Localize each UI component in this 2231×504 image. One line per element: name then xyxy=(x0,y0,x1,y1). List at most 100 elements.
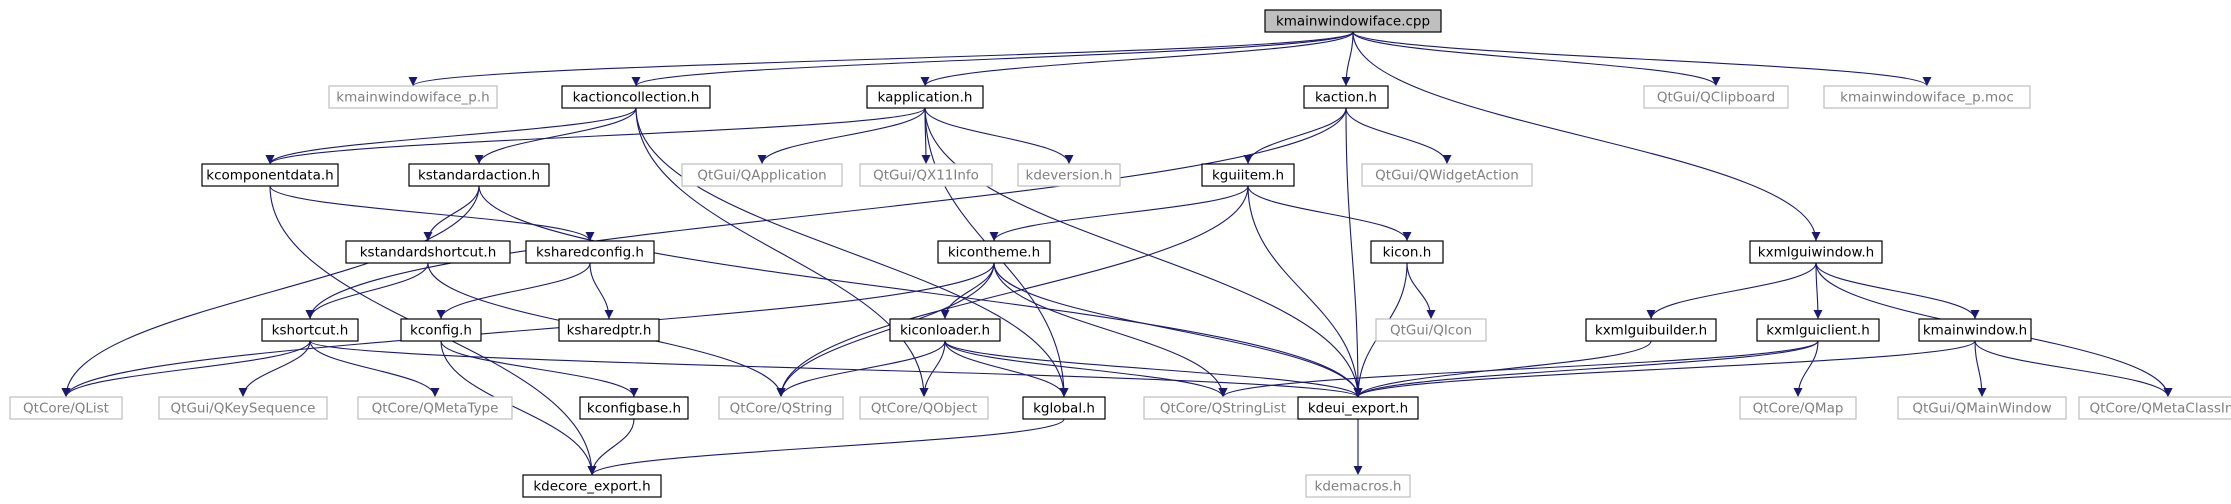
node-qstring: QtCore/QString xyxy=(718,396,844,420)
node-label: kdecore_export.h xyxy=(533,479,650,495)
node-label: kicontheme.h xyxy=(948,245,1040,261)
node-label: QtCore/QMetaType xyxy=(372,401,499,417)
node-box xyxy=(1201,163,1295,187)
node-root[interactable]: kmainwindowiface.cpp xyxy=(1264,9,1442,33)
edge-kapplication-to-qapplication xyxy=(757,107,926,165)
node-box xyxy=(866,85,984,109)
node-kstandardshortcut[interactable]: kstandardshortcut.h xyxy=(345,240,511,264)
edge-kshortcut-to-qmetatype xyxy=(309,340,440,398)
node-box xyxy=(261,318,359,342)
node-qwidgetaction: QtGui/QWidgetAction xyxy=(1361,163,1533,187)
node-box xyxy=(1022,396,1106,420)
node-box xyxy=(1305,474,1411,498)
edge-kstandardaction-to-kdeui_export xyxy=(478,185,1363,398)
node-label: kcomponentdata.h xyxy=(206,168,333,184)
node-kstandardaction[interactable]: kstandardaction.h xyxy=(408,163,550,187)
edge-kcomponentdata-to-ksharedconfig xyxy=(269,185,595,242)
node-kxmlguiclient[interactable]: kxmlguiclient.h xyxy=(1756,318,1880,342)
node-ksharedconfig[interactable]: ksharedconfig.h xyxy=(525,240,655,264)
node-kaction[interactable]: kaction.h xyxy=(1303,85,1389,109)
edge-root-to-kaction xyxy=(1341,31,1354,87)
node-kconfig[interactable]: kconfig.h xyxy=(400,318,482,342)
edge-kactioncollection-to-qobject xyxy=(635,107,929,398)
node-label: kxmlguiwindow.h xyxy=(1758,245,1874,261)
node-box xyxy=(328,85,498,109)
node-kicon[interactable]: kicon.h xyxy=(1370,240,1444,264)
node-box xyxy=(681,163,843,187)
edge-kconfig-to-kdecore_export xyxy=(440,340,597,476)
node-label: ksharedptr.h xyxy=(567,323,652,339)
node-kactioncollection[interactable]: kactioncollection.h xyxy=(561,85,711,109)
nodes-layer: kmainwindowiface.cpp kmainwindowiface_p.h… xyxy=(9,9,2231,498)
node-box xyxy=(558,318,660,342)
edge-kmainwindow-to-qmainwindow xyxy=(1974,340,1987,398)
edge-kguiitem-to-kdeui_export xyxy=(1247,185,1363,398)
node-box xyxy=(158,396,328,420)
node-box xyxy=(1297,396,1419,420)
node-label: QtGui/QMainWindow xyxy=(1912,401,2051,417)
node-label: kdeversion.h xyxy=(1026,168,1113,184)
node-kiconloader[interactable]: kiconloader.h xyxy=(889,318,1001,342)
node-kapplication[interactable]: kapplication.h xyxy=(866,85,984,109)
node-box xyxy=(579,396,689,420)
edge-kapplication-to-kcomponentdata xyxy=(265,107,926,165)
node-qmainwindow: QtGui/QMainWindow xyxy=(1897,396,2067,420)
node-label: QtGui/QClipboard xyxy=(1657,90,1775,106)
edge-kxmlguiwindow-to-kxmlguibuilder xyxy=(1646,262,1817,320)
node-kconfigbase[interactable]: kconfigbase.h xyxy=(579,396,689,420)
node-box xyxy=(1264,9,1442,33)
node-label: kglobal.h xyxy=(1033,401,1095,417)
node-box xyxy=(201,163,339,187)
edge-root-to-kapplication xyxy=(920,31,1354,87)
node-box xyxy=(859,163,993,187)
node-kxmlguiwindow[interactable]: kxmlguiwindow.h xyxy=(1749,240,1883,264)
node-label: kshortcut.h xyxy=(272,323,349,339)
edge-kglobal-to-kdecore_export xyxy=(587,418,1065,476)
node-label: kmainwindowiface_p.h xyxy=(336,90,489,106)
node-box xyxy=(1017,163,1121,187)
node-label: kconfig.h xyxy=(410,323,472,339)
edge-kicontheme-to-kdeui_export xyxy=(993,262,1363,398)
node-kicontheme[interactable]: kicontheme.h xyxy=(937,240,1051,264)
node-box xyxy=(718,396,844,420)
node-label: QtGui/QX11Info xyxy=(873,168,979,184)
edge-kactioncollection-to-kcomponentdata xyxy=(265,107,637,165)
node-kmainwindow[interactable]: kmainwindow.h xyxy=(1918,318,2032,342)
node-label: QtCore/QMetaClassInfo xyxy=(2090,401,2231,417)
node-kguiitem[interactable]: kguiitem.h xyxy=(1201,163,1295,187)
node-label: QtGui/QApplication xyxy=(697,168,826,184)
node-box xyxy=(1918,318,2032,342)
node-box xyxy=(1361,163,1533,187)
edge-kxmlguibuilder-to-kdeui_export xyxy=(1353,340,1652,398)
edge-kstandardshortcut-to-kshortcut xyxy=(305,262,429,320)
node-qx11info: QtGui/QX11Info xyxy=(859,163,993,187)
edge-kaction-to-kdeui_export xyxy=(1345,107,1363,398)
edge-kiconloader-to-qstring xyxy=(776,340,946,398)
node-ksharedptr[interactable]: ksharedptr.h xyxy=(558,318,660,342)
edge-kiconloader-to-kdeui_export xyxy=(944,340,1363,398)
node-label: kconfigbase.h xyxy=(587,401,681,417)
node-qmap: QtCore/QMap xyxy=(1739,396,1857,420)
node-box xyxy=(889,318,1001,342)
node-kdecore-export[interactable]: kdecore_export.h xyxy=(522,474,662,498)
node-kshortcut[interactable]: kshortcut.h xyxy=(261,318,359,342)
node-box xyxy=(1897,396,2067,420)
node-box xyxy=(345,240,511,264)
node-kdeversion: kdeversion.h xyxy=(1017,163,1121,187)
node-kglobal[interactable]: kglobal.h xyxy=(1022,396,1106,420)
node-label: kdemacros.h xyxy=(1315,479,1402,495)
node-label: kapplication.h xyxy=(878,90,973,106)
edge-kapplication-to-kdeui_export xyxy=(924,107,1363,398)
node-kdeui-export[interactable]: kdeui_export.h xyxy=(1297,396,1419,420)
node-label: QtGui/QKeySequence xyxy=(171,401,316,417)
edge-ksharedconfig-to-kconfig xyxy=(436,262,591,320)
edge-root-to-kactioncollection xyxy=(631,31,1354,87)
edge-kstandardaction-to-kstandardshortcut xyxy=(423,185,480,242)
edge-ksharedconfig-to-ksharedptr xyxy=(589,262,614,320)
node-qicon: QtGui/QIcon xyxy=(1375,318,1487,342)
node-kcomponentdata[interactable]: kcomponentdata.h xyxy=(201,163,339,187)
node-label: QtCore/QString xyxy=(730,401,833,417)
node-kxmlguibuilder[interactable]: kxmlguibuilder.h xyxy=(1585,318,1717,342)
node-qmetaclassinfo: QtCore/QMetaClassInfo xyxy=(2078,396,2231,420)
